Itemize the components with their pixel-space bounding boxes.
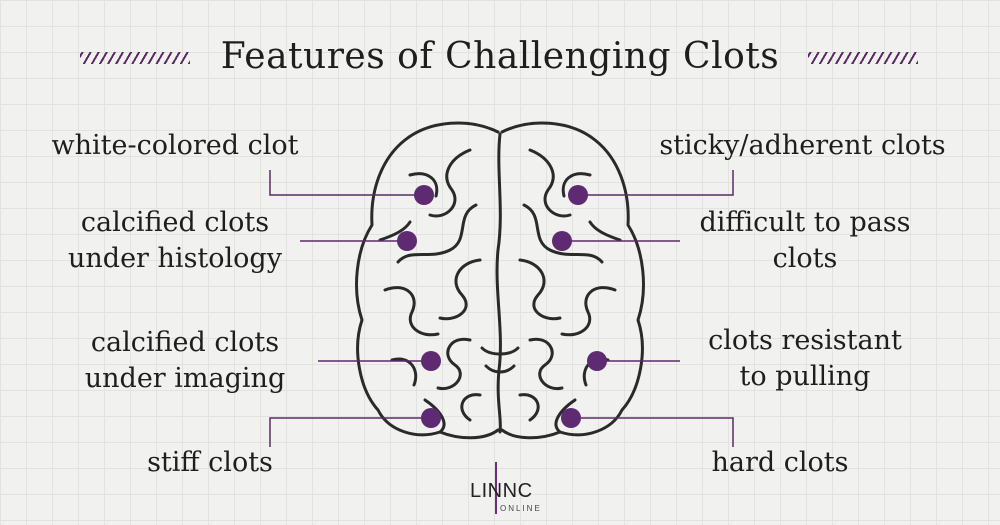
linnc-logo: LINNC ONLINE bbox=[462, 460, 542, 518]
feature-text: calcified clots bbox=[80, 207, 270, 238]
logo-sub: ONLINE bbox=[500, 504, 542, 513]
dot-marker-icon bbox=[421, 351, 441, 371]
feature-text: to pulling bbox=[739, 361, 871, 392]
connector-lines bbox=[269, 170, 734, 447]
feature-label-stiff-clots: stiff clots bbox=[125, 445, 295, 481]
feature-text: white-colored clot bbox=[51, 130, 299, 161]
feature-text: calcified clots bbox=[90, 327, 280, 358]
dot-marker-icon bbox=[552, 231, 572, 251]
connector-hard bbox=[571, 417, 734, 447]
connector-white-colored bbox=[269, 170, 424, 196]
feature-label-hard-clots: hard clots bbox=[690, 445, 870, 481]
feature-label-calcified-histology: calcified clots under histology bbox=[40, 205, 310, 277]
connector-sticky bbox=[578, 170, 734, 196]
feature-text: hard clots bbox=[711, 447, 849, 478]
feature-text: difficult to pass bbox=[699, 207, 911, 238]
dot-marker-icon bbox=[421, 408, 441, 428]
brain-icon bbox=[355, 121, 645, 440]
feature-label-calcified-imaging: calcified clots under imaging bbox=[55, 325, 315, 397]
feature-label-white-colored-clot: white-colored clot bbox=[30, 128, 320, 164]
page-title: Features of Challenging Clots bbox=[220, 36, 780, 77]
feature-label-sticky-adherent: sticky/adherent clots bbox=[630, 128, 975, 164]
feature-text: sticky/adherent clots bbox=[659, 130, 946, 161]
feature-text: under histology bbox=[68, 243, 282, 274]
dot-marker-icon bbox=[561, 408, 581, 428]
logo-bar bbox=[495, 462, 497, 514]
feature-label-difficult-to-pass: difficult to pass clots bbox=[675, 205, 935, 277]
dot-marker-icon bbox=[414, 185, 434, 205]
feature-text: clots bbox=[772, 243, 838, 274]
title-decoration-left bbox=[80, 52, 190, 64]
feature-text: clots resistant bbox=[708, 325, 902, 356]
dot-markers bbox=[397, 185, 607, 428]
feature-text: stiff clots bbox=[147, 447, 273, 478]
connector-stiff bbox=[269, 417, 431, 447]
feature-label-resistant-to-pulling: clots resistant to pulling bbox=[685, 323, 925, 395]
title-decoration-right bbox=[808, 52, 918, 64]
feature-text: under imaging bbox=[84, 363, 286, 394]
logo-name: LINNC bbox=[470, 480, 533, 502]
dot-marker-icon bbox=[397, 231, 417, 251]
dot-marker-icon bbox=[568, 185, 588, 205]
dot-marker-icon bbox=[587, 351, 607, 371]
